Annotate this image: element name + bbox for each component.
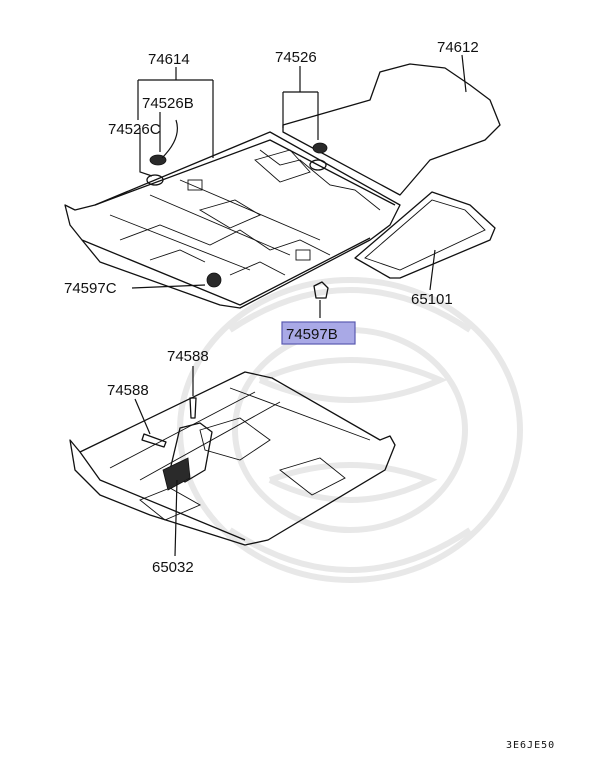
callout-74526b[interactable]: 74526B xyxy=(142,95,194,112)
callout-74588-top[interactable]: 74588 xyxy=(167,348,209,365)
callout-74526c[interactable]: 74526C xyxy=(108,121,161,138)
callout-74588-left[interactable]: 74588 xyxy=(107,382,149,399)
callout-74597b[interactable]: 74597B xyxy=(286,326,338,343)
callout-74597c[interactable]: 74597C xyxy=(64,280,117,297)
floor-mat xyxy=(354,191,496,279)
front-floor-carpet xyxy=(64,131,401,309)
callout-labels: 74614 74526B 74526C 74526 74612 74597C 6… xyxy=(64,39,555,751)
callout-74612[interactable]: 74612 xyxy=(437,39,479,56)
callout-65101[interactable]: 65101 xyxy=(411,291,453,308)
diagram-code: 3E6JE50 xyxy=(506,740,555,751)
callout-74526[interactable]: 74526 xyxy=(275,49,317,66)
rear-floor-carpet xyxy=(282,63,501,196)
floor-pad xyxy=(69,371,396,546)
callout-65032[interactable]: 65032 xyxy=(152,559,194,576)
clips xyxy=(146,142,329,299)
leader-lines xyxy=(131,54,467,557)
callout-74614[interactable]: 74614 xyxy=(148,51,190,68)
highlight-box xyxy=(281,321,356,345)
